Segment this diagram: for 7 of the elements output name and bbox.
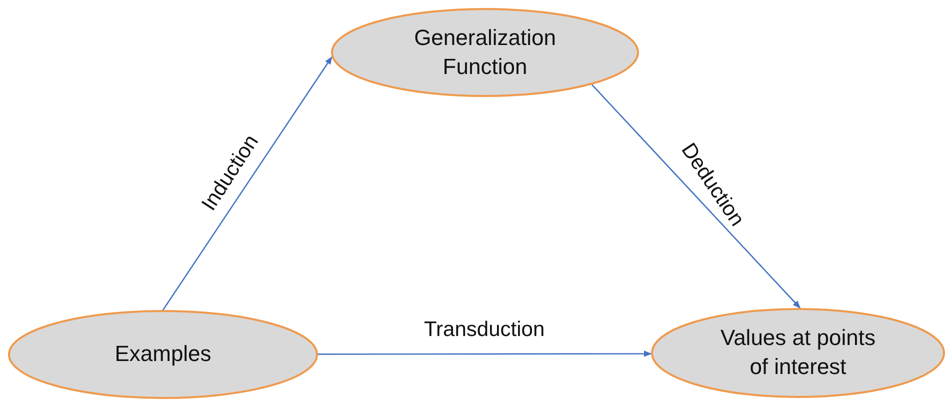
arrow <box>591 84 801 309</box>
node-label: Examples <box>114 340 212 368</box>
edge-label: Transduction <box>424 318 545 342</box>
arrow <box>318 350 652 357</box>
arrow <box>162 56 332 310</box>
node-label: Generalization Function <box>413 24 557 80</box>
node-label: Values at points of interest <box>720 324 876 381</box>
